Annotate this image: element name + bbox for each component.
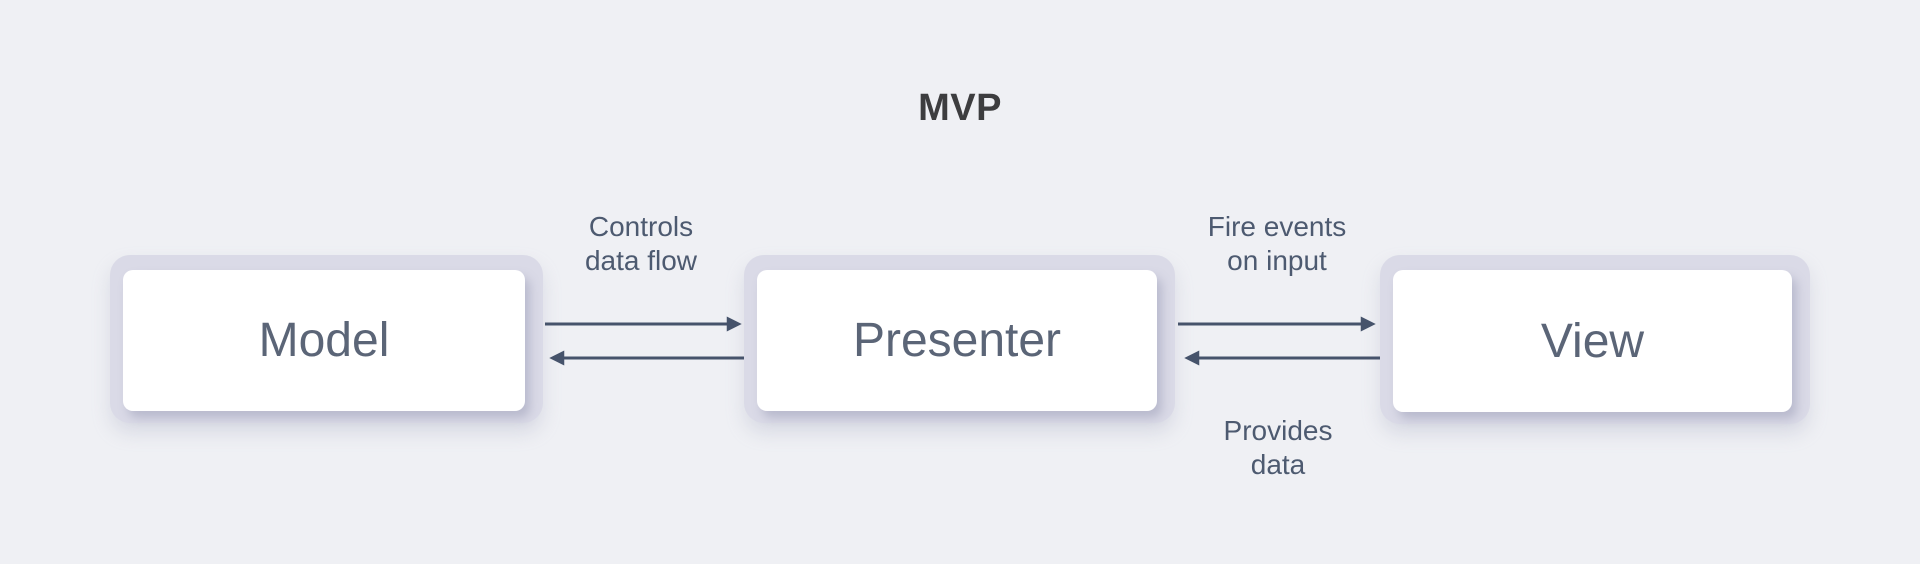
- node-model-label: Model: [258, 314, 390, 367]
- edge-label-provides-data: Provides data: [1224, 414, 1333, 482]
- edge-label-line: data: [1250, 449, 1306, 480]
- edge-label-fire-events-on-input: Fire events on input: [1208, 210, 1347, 278]
- edge-label-controls-data-flow: Controls data flow: [585, 210, 697, 278]
- edge-label-line: Controls: [588, 211, 694, 242]
- node-model-card: Model: [123, 270, 525, 411]
- node-presenter-card: Presenter: [757, 270, 1157, 411]
- node-view: View: [1380, 255, 1810, 424]
- edge-label-line: Provides: [1223, 415, 1333, 446]
- node-presenter-label: Presenter: [852, 314, 1062, 367]
- node-view-card: View: [1393, 270, 1792, 412]
- node-view-label: View: [1540, 314, 1645, 368]
- edge-label-line: on input: [1227, 245, 1327, 276]
- edge-label-line: data flow: [584, 245, 698, 276]
- diagram-title: MVP: [918, 87, 1002, 129]
- edge-label-line: Fire events: [1207, 211, 1347, 242]
- node-model: Model: [110, 255, 543, 423]
- node-presenter: Presenter: [744, 255, 1175, 423]
